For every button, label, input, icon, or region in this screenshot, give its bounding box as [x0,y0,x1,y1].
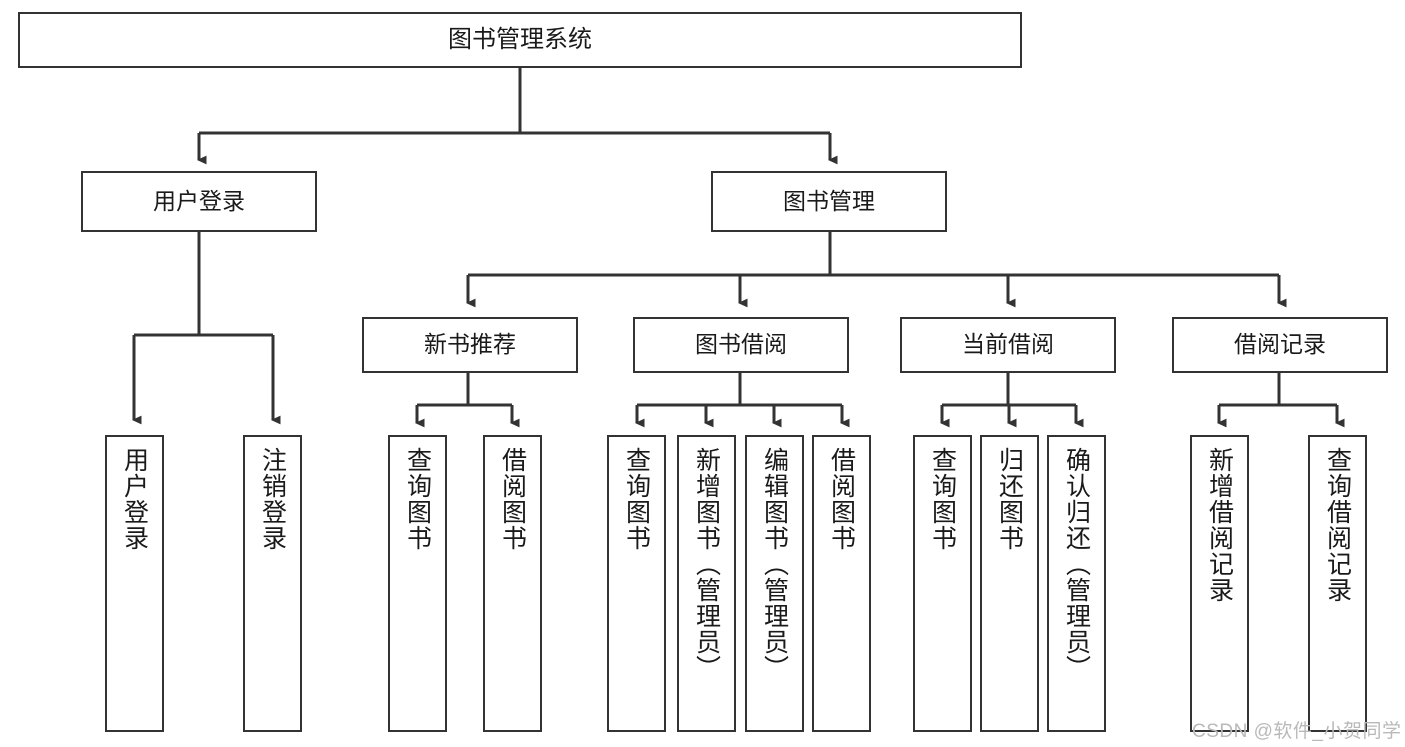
node-label: 用户登录 [120,447,149,551]
node-label: 新书推荐 [424,331,516,358]
leaf-user-login-logout[interactable]: 注销登录 [243,435,302,732]
leaf-book-borrow-borrow-books[interactable]: 借阅图书 [812,435,871,732]
node-book-borrow[interactable]: 图书借阅 [633,317,849,373]
csdn-watermark: CSDN @软件_小贺同学 [1192,721,1402,742]
node-label: 当前借阅 [962,331,1054,358]
leaf-book-borrow-query-books[interactable]: 查询图书 [607,435,666,732]
node-label: 编辑图书（管理员） [760,447,789,681]
leaf-user-login-login[interactable]: 用户登录 [105,435,164,732]
node-root-library-system[interactable]: 图书管理系统 [18,12,1022,68]
node-label: 借阅图书 [827,447,856,551]
node-label: 用户登录 [153,187,245,214]
node-label: 图书管理系统 [448,25,592,53]
node-borrow-record[interactable]: 借阅记录 [1172,317,1388,373]
leaf-borrow-record-add-record[interactable]: 新增借阅记录 [1190,435,1249,732]
node-label: 借阅记录 [1234,331,1326,358]
node-label: 图书管理 [783,187,875,214]
leaf-book-borrow-add-book-admin[interactable]: 新增图书（管理员） [677,435,736,732]
node-label: 查询图书 [928,447,957,551]
node-label: 归还图书 [995,447,1024,551]
node-label: 新增借阅记录 [1205,447,1234,603]
leaf-current-borrow-confirm-return-admin[interactable]: 确认归还（管理员） [1047,435,1106,732]
node-label: 借阅图书 [498,447,527,551]
node-new-book-recommend[interactable]: 新书推荐 [362,317,578,373]
node-label: 查询图书 [403,447,432,551]
node-label: 图书借阅 [695,331,787,358]
leaf-new-book-borrow-books[interactable]: 借阅图书 [483,435,542,732]
leaf-book-borrow-edit-book-admin[interactable]: 编辑图书（管理员） [745,435,804,732]
leaf-borrow-record-query-record[interactable]: 查询借阅记录 [1308,435,1367,732]
leaf-current-borrow-query-books[interactable]: 查询图书 [913,435,972,732]
node-current-borrow[interactable]: 当前借阅 [900,317,1116,373]
node-book-management[interactable]: 图书管理 [711,171,947,232]
node-user-login[interactable]: 用户登录 [81,171,317,232]
node-label: 查询图书 [622,447,651,551]
node-label: 查询借阅记录 [1323,447,1352,603]
node-label: 注销登录 [258,447,287,551]
leaf-new-book-query-books[interactable]: 查询图书 [388,435,447,732]
leaf-current-borrow-return-books[interactable]: 归还图书 [980,435,1039,732]
node-label: 确认归还（管理员） [1062,447,1091,681]
node-label: 新增图书（管理员） [692,447,721,681]
